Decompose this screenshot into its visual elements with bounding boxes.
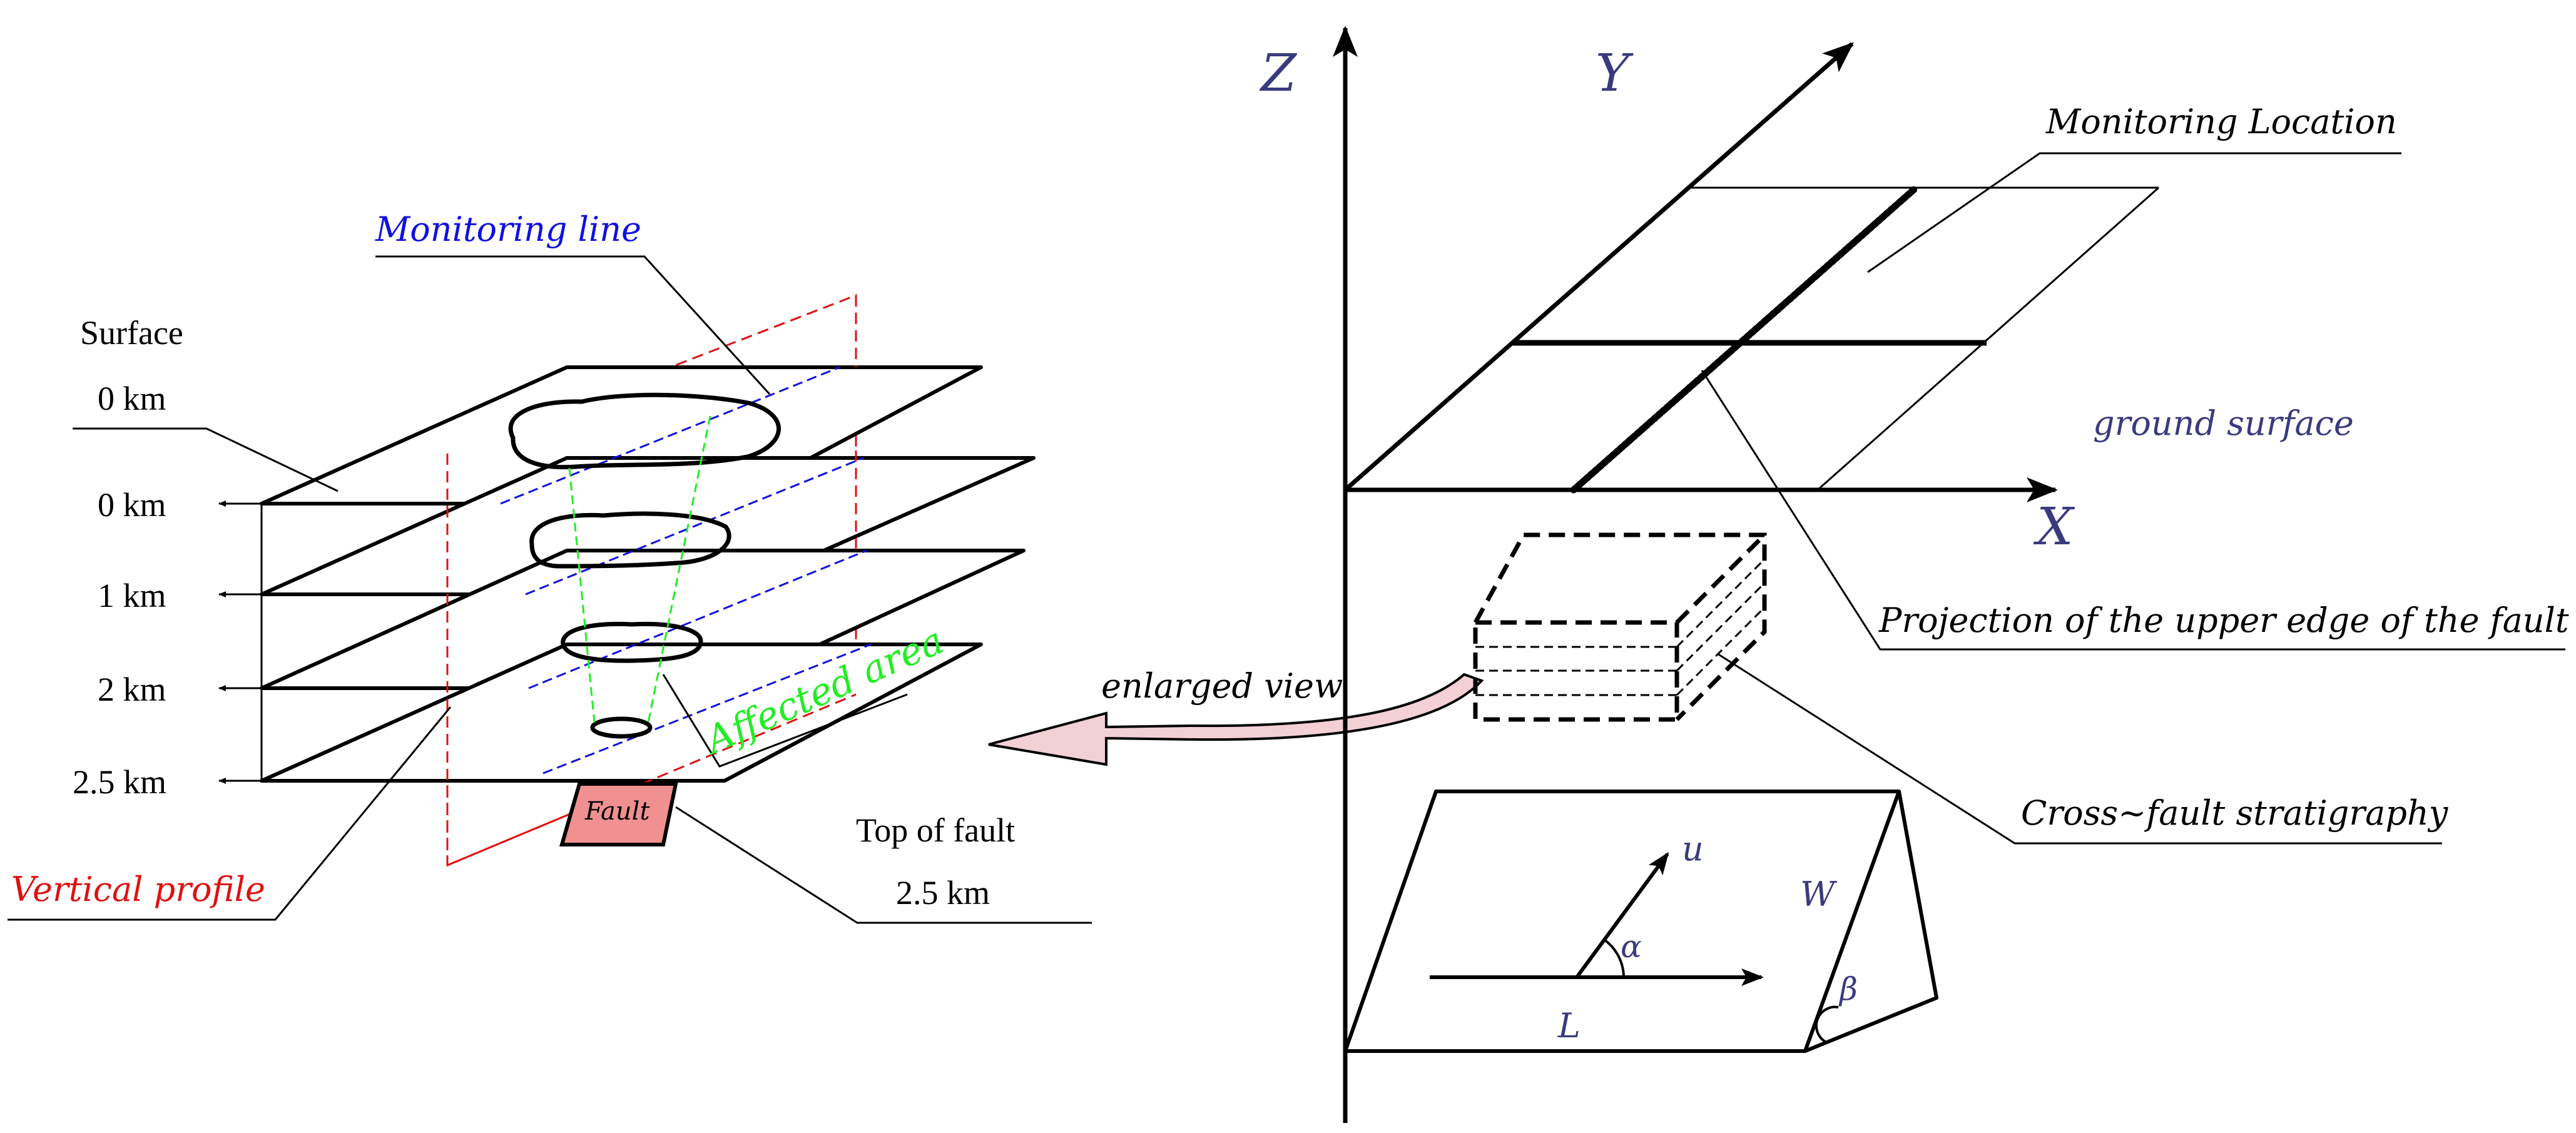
depth-0km: 0 km [98,486,166,524]
depth-2p5km: 2.5 km [73,763,166,801]
axis-x-label: X [2033,497,2075,557]
ground-surface-label: ground surface [2093,404,2354,443]
surface-depth: 0 km [98,380,166,417]
surface-label: Surface [80,314,183,352]
fault-block [559,782,678,846]
y-axis [1343,42,1855,492]
fault-l-label: L [1557,1006,1581,1045]
fault-alpha-label: α [1621,928,1642,965]
right-leader-lines [1701,152,2565,845]
ground-surface-plane [1513,186,2159,491]
depth-2km: 2 km [98,671,166,708]
monitoring-location-label: Monitoring Location [2045,102,2397,141]
vertical-profile-label: Vertical profile [11,870,265,909]
fault-beta-label: β [1838,971,1858,1007]
monitoring-lines [500,366,872,775]
fault-u-label: u [1682,829,1704,868]
axis-y-label: Y [1596,44,1634,103]
right-panel: Z Y X Monitoring Location ground surface… [1259,26,2569,1123]
fault-geometry [1343,790,1938,1053]
fault-label: Fault [584,797,650,826]
vertical-profile-edges [446,295,857,866]
affected-area-shapes [508,392,781,739]
top-of-fault-depth: 2.5 km [896,874,990,912]
layer-2p5km [260,643,983,783]
enlarged-view-arrow: enlarged view [988,666,1484,766]
axis-z-label: Z [1259,44,1298,103]
projection-label: Projection of the upper edge of the faul… [1878,601,2569,640]
axes [1333,26,2058,1123]
depth-scale [218,500,263,784]
fault-w-label: W [1800,875,1838,914]
top-of-fault-label: Top of fault [856,811,1015,849]
enlarged-view-label: enlarged view [1101,666,1343,706]
affected-cone [568,415,711,726]
monitoring-location-line [1570,185,1918,494]
left-leader-lines [8,255,1092,924]
depth-1km: 1 km [98,577,166,614]
cross-fault-box [1473,532,1767,722]
left-panel: Surface 0 km 0 km 1 km 2 km 2.5 km Monit… [8,210,1092,924]
layer-planes [260,365,1036,783]
monitoring-line-label: Monitoring line [375,210,641,249]
cross-fault-label: Cross~fault stratigraphy [2021,793,2449,833]
